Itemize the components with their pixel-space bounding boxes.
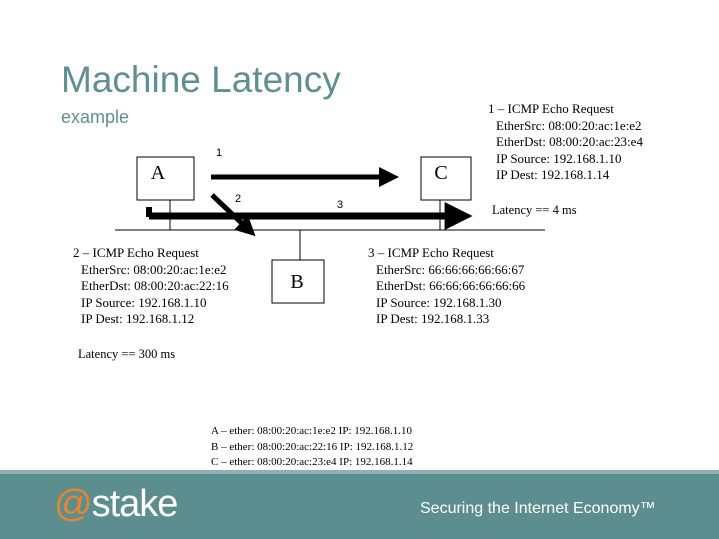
logo-at-symbol: @ bbox=[54, 483, 93, 525]
packet-1-ip-source: IP Source: 192.168.1.10 bbox=[496, 150, 622, 166]
packet-2-ether-src: EtherSrc: 08:00:20:ac:1e:e2 bbox=[81, 261, 227, 277]
node-b-label: B bbox=[290, 271, 304, 293]
host-legend: A – ether: 08:00:20:ac:1e:e2 IP: 192.168… bbox=[211, 424, 413, 471]
node-c-box bbox=[420, 156, 472, 201]
node-b-box bbox=[271, 259, 325, 304]
packet-2-ether-dst: EtherDst: 08:00:20:ac:22:16 bbox=[81, 278, 229, 293]
packet-1-ether-src: EtherSrc: 08:00:20:ac:1e:e2 bbox=[496, 117, 642, 133]
packet-3-title: 3 – ICMP Echo Request bbox=[368, 245, 494, 260]
node-a-label: A bbox=[150, 162, 166, 184]
packet-2-details: 2 – ICMP Echo Request EtherSrc: 08:00:20… bbox=[73, 245, 229, 328]
slide-title: Machine Latency bbox=[61, 59, 341, 100]
legend-host-a: A – ether: 08:00:20:ac:1e:e2 IP: 192.168… bbox=[211, 425, 413, 437]
legend-host-c: C – ether: 08:00:20:ac:23:e4 IP: 192.168… bbox=[211, 456, 413, 468]
footer-bar bbox=[0, 474, 719, 539]
packet-1-details: 1 – ICMP Echo Request EtherSrc: 08:00:20… bbox=[488, 101, 643, 184]
packet-1-title: 1 – ICMP Echo Request bbox=[488, 101, 614, 116]
slide-subtitle: example bbox=[61, 107, 130, 127]
packet-2-ip-source: IP Source: 192.168.1.10 bbox=[81, 294, 207, 310]
footer-stripe bbox=[0, 470, 719, 474]
packet-3-details: 3 – ICMP Echo Request EtherSrc: 66:66:66… bbox=[368, 245, 525, 328]
packet-1-ether-dst: EtherDst: 08:00:20:ac:23:e4 bbox=[496, 134, 643, 149]
packet-3-ether-src: EtherSrc: 66:66:66:66:66:67 bbox=[376, 261, 525, 277]
packet-1-ip-dest: IP Dest: 192.168.1.14 bbox=[496, 167, 610, 182]
flow-3-number: 3 bbox=[337, 199, 344, 211]
packet-2-latency: Latency == 300 ms bbox=[78, 347, 176, 361]
packet-1-latency: Latency == 4 ms bbox=[492, 203, 577, 217]
logo-wordmark: stake bbox=[91, 483, 179, 525]
packet-3-ip-dest: IP Dest: 192.168.1.33 bbox=[376, 311, 490, 326]
company-logo: @stake bbox=[54, 483, 179, 526]
node-a-box bbox=[136, 156, 195, 201]
footer-tagline: Securing the Internet Economy™ bbox=[420, 500, 656, 517]
legend-host-b: B – ether: 08:00:20:ac:22:16 IP: 192.168… bbox=[211, 440, 414, 453]
packet-2-ip-dest: IP Dest: 192.168.1.12 bbox=[81, 311, 195, 326]
node-c-label: C bbox=[434, 162, 448, 184]
packet-3-ip-source: IP Source: 192.168.1.30 bbox=[376, 294, 502, 310]
flow-2-arrow bbox=[210, 193, 256, 237]
packet-2-title: 2 – ICMP Echo Request bbox=[73, 245, 199, 260]
flow-2-number: 2 bbox=[235, 193, 242, 205]
flow-1-number: 1 bbox=[216, 147, 223, 159]
packet-3-ether-dst: EtherDst: 66:66:66:66:66:66 bbox=[376, 278, 526, 293]
